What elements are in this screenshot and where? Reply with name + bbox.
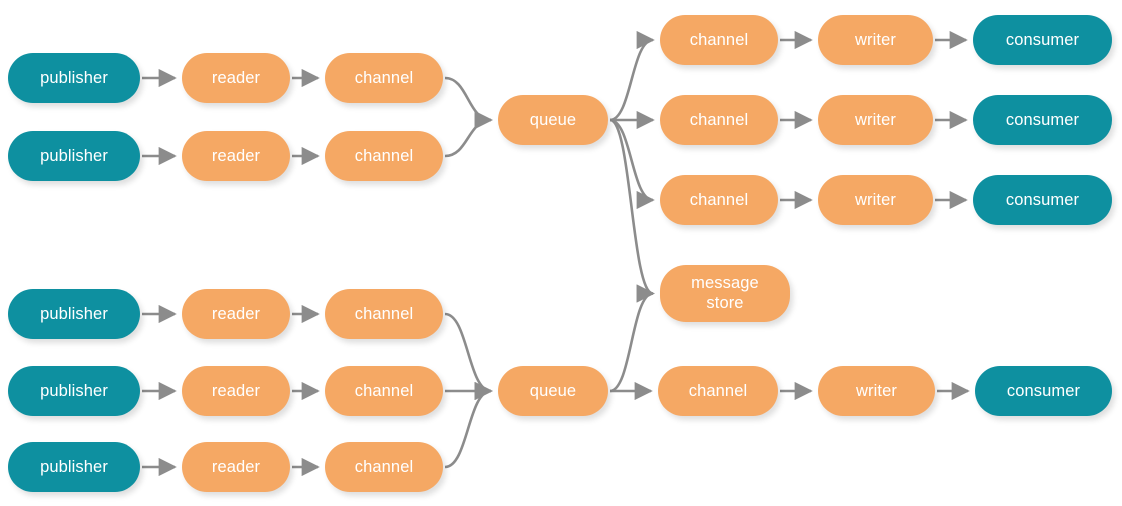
node-label: publisher bbox=[40, 304, 108, 323]
node-que-b[interactable]: queue bbox=[498, 366, 608, 416]
node-msg[interactable]: message store bbox=[660, 265, 790, 322]
node-rdr-b1[interactable]: reader bbox=[182, 289, 290, 339]
node-label: consumer bbox=[1005, 190, 1080, 209]
node-label: reader bbox=[211, 146, 261, 165]
node-rdr-b2[interactable]: reader bbox=[182, 366, 290, 416]
edge-que-t-to-chn-r3 bbox=[609, 118, 655, 210]
node-label: writer bbox=[855, 190, 896, 209]
node-label: message store bbox=[691, 274, 759, 312]
node-label: writer bbox=[855, 30, 896, 49]
node-label: channel bbox=[689, 110, 749, 129]
edge-que-b-to-msg bbox=[609, 284, 655, 393]
node-label: queue bbox=[529, 381, 577, 400]
node-label: writer bbox=[855, 110, 896, 129]
node-label: channel bbox=[688, 381, 748, 400]
node-label: reader bbox=[211, 68, 261, 87]
node-label: consumer bbox=[1006, 381, 1081, 400]
node-rdr-b3[interactable]: reader bbox=[182, 442, 290, 492]
node-label: channel bbox=[354, 381, 414, 400]
node-label: queue bbox=[529, 110, 577, 129]
node-wrt-r2[interactable]: writer bbox=[818, 95, 933, 145]
node-label: consumer bbox=[1005, 110, 1080, 129]
node-label: channel bbox=[689, 30, 749, 49]
edge-que-t-to-msg bbox=[609, 118, 655, 303]
node-pub-t1[interactable]: publisher bbox=[8, 53, 140, 103]
node-pub-b2[interactable]: publisher bbox=[8, 366, 140, 416]
edge-que-t-to-chn-r1 bbox=[609, 30, 655, 122]
node-label: channel bbox=[354, 304, 414, 323]
node-label: publisher bbox=[40, 457, 108, 476]
node-label: publisher bbox=[40, 68, 108, 87]
node-con-r2[interactable]: consumer bbox=[973, 95, 1112, 145]
node-chn-r3[interactable]: channel bbox=[660, 175, 778, 225]
node-label: reader bbox=[211, 457, 261, 476]
node-label: reader bbox=[211, 304, 261, 323]
node-label: publisher bbox=[40, 146, 108, 165]
node-pub-t2[interactable]: publisher bbox=[8, 131, 140, 181]
node-wrt-r1[interactable]: writer bbox=[818, 15, 933, 65]
node-chn-b3[interactable]: channel bbox=[325, 442, 443, 492]
node-label: consumer bbox=[1005, 30, 1080, 49]
node-label: reader bbox=[211, 381, 261, 400]
node-pub-b3[interactable]: publisher bbox=[8, 442, 140, 492]
node-con-b1[interactable]: consumer bbox=[975, 366, 1112, 416]
node-rdr-t2[interactable]: reader bbox=[182, 131, 290, 181]
node-label: writer bbox=[856, 381, 897, 400]
node-chn-b4[interactable]: channel bbox=[658, 366, 778, 416]
node-chn-r1[interactable]: channel bbox=[660, 15, 778, 65]
edge-chn-b3-to-que-b bbox=[444, 381, 493, 469]
node-rdr-t1[interactable]: reader bbox=[182, 53, 290, 103]
node-label: channel bbox=[354, 68, 414, 87]
edge-chn-b1-to-que-b bbox=[444, 312, 493, 401]
node-con-r3[interactable]: consumer bbox=[973, 175, 1112, 225]
node-label: channel bbox=[354, 146, 414, 165]
node-pub-b1[interactable]: publisher bbox=[8, 289, 140, 339]
node-chn-t1[interactable]: channel bbox=[325, 53, 443, 103]
node-label: publisher bbox=[40, 381, 108, 400]
node-wrt-r3[interactable]: writer bbox=[818, 175, 933, 225]
node-con-r1[interactable]: consumer bbox=[973, 15, 1112, 65]
node-chn-t2[interactable]: channel bbox=[325, 131, 443, 181]
node-wrt-b1[interactable]: writer bbox=[818, 366, 935, 416]
node-chn-r2[interactable]: channel bbox=[660, 95, 778, 145]
node-chn-b1[interactable]: channel bbox=[325, 289, 443, 339]
edge-chn-t1-to-que-t bbox=[444, 76, 493, 130]
node-label: channel bbox=[354, 457, 414, 476]
node-label: channel bbox=[689, 190, 749, 209]
node-que-t[interactable]: queue bbox=[498, 95, 608, 145]
edge-chn-t2-to-que-t bbox=[444, 110, 493, 158]
node-chn-b2[interactable]: channel bbox=[325, 366, 443, 416]
